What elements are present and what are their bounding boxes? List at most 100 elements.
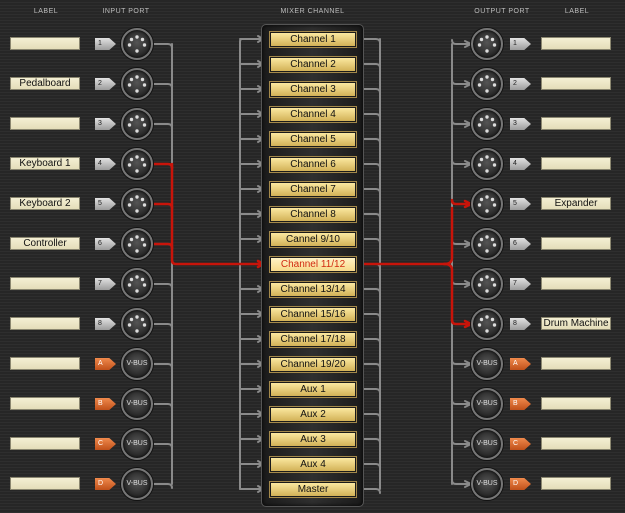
header-label-left: LABEL [33, 8, 59, 15]
input-label-7[interactable] [10, 277, 80, 290]
output-midi-jack-6[interactable] [471, 228, 503, 260]
input-midi-jack-2[interactable] [121, 68, 153, 100]
mixer-right-wire [362, 363, 381, 369]
input-port-number-b: B [95, 398, 116, 410]
mixer-channel-channel-19-20[interactable]: Channel 19/20 [269, 356, 357, 373]
output-label-a[interactable] [541, 357, 611, 370]
input-midi-jack-6[interactable] [121, 228, 153, 260]
mixer-channel-channel-11-12[interactable]: Channel 11/12 [269, 256, 357, 273]
output-label-6[interactable] [541, 237, 611, 250]
vbus-jack-text: V-BUS [126, 360, 148, 367]
mixer-channel-channel-5[interactable]: Channel 5 [269, 131, 357, 148]
input-vbus-jack-a[interactable]: V-BUS [121, 348, 153, 380]
active-input-wire [151, 242, 174, 250]
mixer-channel-aux-4[interactable]: Aux 4 [269, 456, 357, 473]
mixer-channel-channel-6[interactable]: Channel 6 [269, 156, 357, 173]
mixer-channel-channel-3[interactable]: Channel 3 [269, 81, 357, 98]
output-port-number-6: 6 [510, 238, 531, 250]
input-label-d[interactable] [10, 477, 80, 490]
output-label-5[interactable]: Expander [541, 197, 611, 210]
input-wire-stub [152, 443, 173, 449]
input-midi-jack-7[interactable] [121, 268, 153, 300]
input-midi-jack-5[interactable] [121, 188, 153, 220]
output-vbus-jack-d[interactable]: V-BUS [471, 468, 503, 500]
header-mixer-channel: MIXER CHANNEL [280, 8, 345, 15]
output-midi-jack-8[interactable] [471, 308, 503, 340]
mixer-channel-channel-13-14[interactable]: Channel 13/14 [269, 281, 357, 298]
input-label-b[interactable] [10, 397, 80, 410]
output-label-1[interactable] [541, 37, 611, 50]
vbus-jack-text: V-BUS [476, 480, 498, 487]
input-label-6[interactable]: Controller [10, 237, 80, 250]
input-label-4[interactable]: Keyboard 1 [10, 157, 80, 170]
input-label-3[interactable] [10, 117, 80, 130]
output-port-number-b: B [510, 398, 531, 410]
output-label-d[interactable] [541, 477, 611, 490]
input-label-8[interactable] [10, 317, 80, 330]
mixer-channel-master[interactable]: Master [269, 481, 357, 498]
mixer-channel-aux-3[interactable]: Aux 3 [269, 431, 357, 448]
input-midi-jack-3[interactable] [121, 108, 153, 140]
output-vbus-jack-b[interactable]: V-BUS [471, 388, 503, 420]
output-wire-stub [451, 119, 471, 125]
output-vbus-jack-a[interactable]: V-BUS [471, 348, 503, 380]
output-port-number-c: C [510, 438, 531, 450]
output-port-number-3: 3 [510, 118, 531, 130]
output-midi-jack-7[interactable] [471, 268, 503, 300]
vbus-jack-text: V-BUS [126, 400, 148, 407]
mixer-channel-channel-17-18[interactable]: Channel 17/18 [269, 331, 357, 348]
input-midi-jack-1[interactable] [121, 28, 153, 60]
input-port-number-d: D [95, 478, 116, 490]
input-wire-stub [152, 123, 173, 129]
input-wire-stub [152, 283, 173, 289]
input-vbus-jack-c[interactable]: V-BUS [121, 428, 153, 460]
output-midi-jack-3[interactable] [471, 108, 503, 140]
mixer-right-wire [362, 63, 381, 69]
mixer-channel-channel-2[interactable]: Channel 2 [269, 56, 357, 73]
input-midi-jack-4[interactable] [121, 148, 153, 180]
vbus-jack-text: V-BUS [126, 480, 148, 487]
mixer-channel-channel-1[interactable]: Channel 1 [269, 31, 357, 48]
active-output-wire [450, 198, 472, 206]
header-label-right: LABEL [564, 8, 590, 15]
mixer-right-wire [362, 338, 381, 344]
mixer-channel-channel-7[interactable]: Channel 7 [269, 181, 357, 198]
output-label-7[interactable] [541, 277, 611, 290]
output-label-c[interactable] [541, 437, 611, 450]
mixer-channel-channel-8[interactable]: Channel 8 [269, 206, 357, 223]
output-midi-jack-5[interactable] [471, 188, 503, 220]
output-midi-jack-1[interactable] [471, 28, 503, 60]
output-wire-stub [451, 479, 471, 485]
input-wire-stub [152, 83, 173, 89]
mixer-right-wire [362, 163, 381, 169]
input-port-number-8: 8 [95, 318, 116, 330]
output-wire-stub [451, 159, 471, 165]
output-label-8[interactable]: Drum Machine [541, 317, 611, 330]
mixer-channel-channel-4[interactable]: Channel 4 [269, 106, 357, 123]
input-label-5[interactable]: Keyboard 2 [10, 197, 80, 210]
output-label-3[interactable] [541, 117, 611, 130]
mixer-channel-aux-1[interactable]: Aux 1 [269, 381, 357, 398]
mixer-channel-cannel-9-10[interactable]: Cannel 9/10 [269, 231, 357, 248]
output-port-number-4: 4 [510, 158, 531, 170]
output-vbus-jack-c[interactable]: V-BUS [471, 428, 503, 460]
input-label-a[interactable] [10, 357, 80, 370]
mixer-right-wire [362, 88, 381, 94]
input-label-1[interactable] [10, 37, 80, 50]
input-midi-jack-8[interactable] [121, 308, 153, 340]
output-midi-jack-2[interactable] [471, 68, 503, 100]
output-label-2[interactable] [541, 77, 611, 90]
mixer-channel-channel-15-16[interactable]: Channel 15/16 [269, 306, 357, 323]
output-label-b[interactable] [541, 397, 611, 410]
input-port-number-6: 6 [95, 238, 116, 250]
output-wire-stub [451, 39, 471, 45]
mixer-channel-aux-2[interactable]: Aux 2 [269, 406, 357, 423]
input-vbus-jack-b[interactable]: V-BUS [121, 388, 153, 420]
input-label-c[interactable] [10, 437, 80, 450]
output-wire-stub [451, 359, 471, 365]
input-label-2[interactable]: Pedalboard [10, 77, 80, 90]
mixer-right-wire [362, 38, 381, 44]
output-midi-jack-4[interactable] [471, 148, 503, 180]
input-vbus-jack-d[interactable]: V-BUS [121, 468, 153, 500]
output-label-4[interactable] [541, 157, 611, 170]
